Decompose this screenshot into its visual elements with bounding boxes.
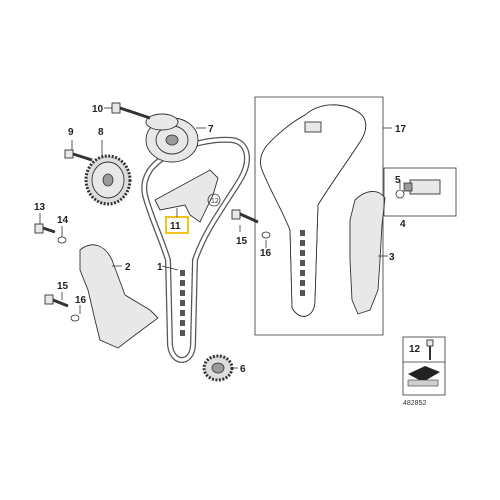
bolt-10: [111, 102, 151, 120]
legend-box: [402, 336, 446, 396]
leader-1: [161, 265, 179, 271]
callout-11: 11: [170, 221, 181, 232]
tensioner-rail-2: [79, 244, 159, 349]
callout-4: 4: [400, 219, 406, 230]
diagram-number: 482852: [403, 400, 426, 407]
sprocket-8: [84, 154, 132, 206]
bolt-15-left: [44, 294, 69, 308]
callout-3: 3: [389, 252, 395, 263]
chain-guide-rail: [154, 169, 219, 223]
group-17-frame: [254, 96, 384, 336]
callout-12-legend: 12: [409, 344, 421, 355]
legend-arrow-icon: [408, 366, 440, 382]
callout-14: 14: [57, 215, 69, 226]
guide-rail-3: [349, 191, 386, 315]
callout-15-left: 15: [57, 281, 69, 292]
callout-16-left: 16: [75, 295, 87, 306]
chain-tensioner-4: [403, 179, 441, 195]
washer-16-right: [261, 231, 271, 239]
washer-14: [57, 236, 67, 244]
callout-circle-12: [207, 193, 221, 207]
outer-chain-highlight: [142, 138, 249, 362]
callout-7: 7: [208, 124, 214, 135]
bolt-13: [34, 223, 56, 234]
callout-9: 9: [68, 127, 74, 138]
callout-13: 13: [34, 202, 46, 213]
washer-16-left: [70, 314, 80, 322]
callout-10: 10: [92, 104, 104, 115]
callout-5: 5: [395, 175, 401, 186]
seal-ring-5: [395, 189, 405, 199]
outer-chain-links: [180, 270, 185, 336]
chain-connector: [304, 121, 322, 133]
group-4-5-frame: [383, 167, 457, 217]
callout-12-circle: 12: [211, 198, 219, 205]
outer-chain: [141, 136, 250, 363]
bolt-15-right: [231, 209, 259, 224]
bolt-9: [64, 149, 93, 162]
callout-2: 2: [125, 262, 131, 273]
callout-17: 17: [395, 124, 407, 135]
camshaft-adjuster: [145, 113, 199, 163]
inner-chain-highlight: [260, 104, 367, 317]
crank-sprocket-6: [202, 354, 234, 382]
callout-6: 6: [240, 364, 246, 375]
callout-16-right: 16: [260, 248, 272, 259]
callout-8: 8: [98, 127, 104, 138]
callout-15-right: 15: [236, 236, 248, 247]
inner-chain: [260, 104, 367, 317]
callout-1: 1: [157, 262, 163, 273]
inner-chain-links: [300, 230, 305, 296]
